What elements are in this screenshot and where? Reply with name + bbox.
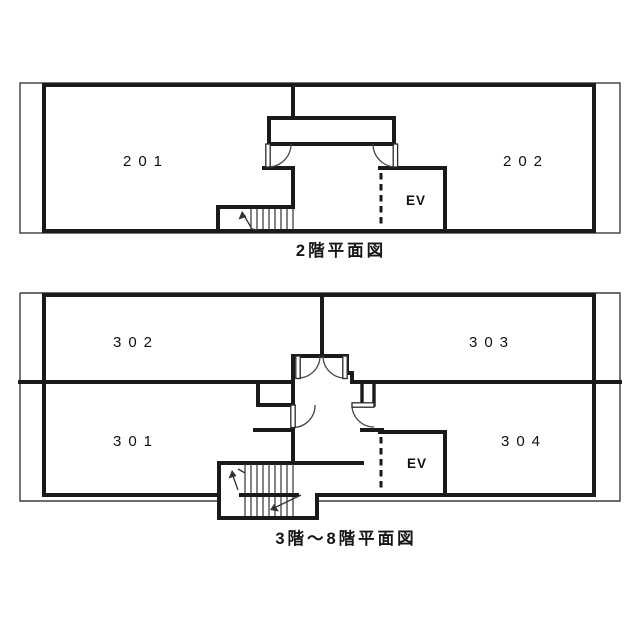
room-label-301: 301 [113, 433, 159, 450]
elevator-label-2f: EV [406, 193, 426, 208]
staircase-2f-icon [238, 209, 294, 231]
door-swing-302-icon [295, 355, 321, 380]
door-swing-202-icon [372, 143, 399, 168]
plan-caption-2f: 2階平面図 [296, 241, 386, 260]
plan-3to8f: EV 302 303 301 304 3階～8階平面図 [18, 292, 622, 548]
plan-3to8f-perimeter-wall [42, 293, 596, 497]
staircase-3to8f-icon [217, 461, 364, 520]
room-label-302: 302 [113, 334, 159, 351]
plan-2f: EV 201 202 2階平面図 [19, 82, 621, 260]
elevator-3to8f: EV [378, 430, 447, 497]
room-label-202: 202 [503, 153, 549, 170]
room-label-201: 201 [123, 153, 169, 170]
door-swing-301-icon [290, 404, 316, 429]
plan-2f-interior-walls [216, 83, 447, 233]
plan-2f-perimeter-wall [42, 83, 596, 233]
door-swing-201-icon [265, 143, 292, 168]
door-swing-303-icon [322, 355, 348, 380]
elevator-2f: EV [379, 173, 426, 228]
room-label-303: 303 [469, 334, 515, 351]
elevator-label-3to8f: EV [407, 456, 427, 471]
plan-caption-3to8f: 3階～8階平面図 [275, 529, 416, 548]
room-label-304: 304 [501, 433, 547, 450]
entrance-porch-2f [267, 116, 396, 146]
door-swing-304-icon [351, 402, 375, 428]
